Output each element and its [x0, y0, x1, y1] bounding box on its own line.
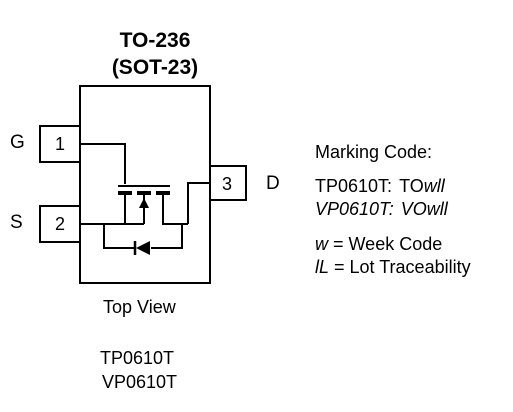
pin-2-name: S: [10, 212, 23, 233]
marking-line-1-part: TP0610T:: [315, 176, 393, 196]
marking-line-2-part: VP0610T:: [315, 199, 394, 219]
marking-heading: Marking Code:: [315, 142, 433, 162]
view-caption: Top View: [103, 297, 176, 317]
pin-3-number: 3: [222, 174, 233, 194]
package-title-line2: (SOT-23): [111, 56, 199, 79]
marking-line-2: VP0610T: VOwll: [315, 200, 448, 218]
part-number-2: VP0610T: [102, 372, 178, 392]
pin-2-number: 2: [55, 214, 66, 234]
body-diode-icon: [103, 224, 183, 255]
pin-1-number: 1: [55, 134, 66, 154]
diode-triangle: [136, 241, 150, 255]
pin-1-box: [39, 125, 81, 163]
marking-line-1-code: TOwll: [399, 176, 445, 196]
pin-1-name: G: [10, 132, 25, 153]
pin-3-name: D: [266, 173, 280, 194]
p-channel-mosfet-icon: [80, 143, 210, 225]
package-title-line1: TO-236: [119, 29, 191, 52]
package-body: [79, 85, 211, 284]
legend-week-code: w = Week Code: [315, 234, 443, 254]
part-number-1: TP0610T: [100, 348, 175, 368]
marking-line-2-code: VOwll: [400, 199, 448, 219]
legend-lot-traceability: lL = Lot Traceability: [315, 257, 471, 277]
marking-line-1: TP0610T: TOwll: [315, 177, 445, 195]
body-arrow-icon: [139, 198, 149, 208]
